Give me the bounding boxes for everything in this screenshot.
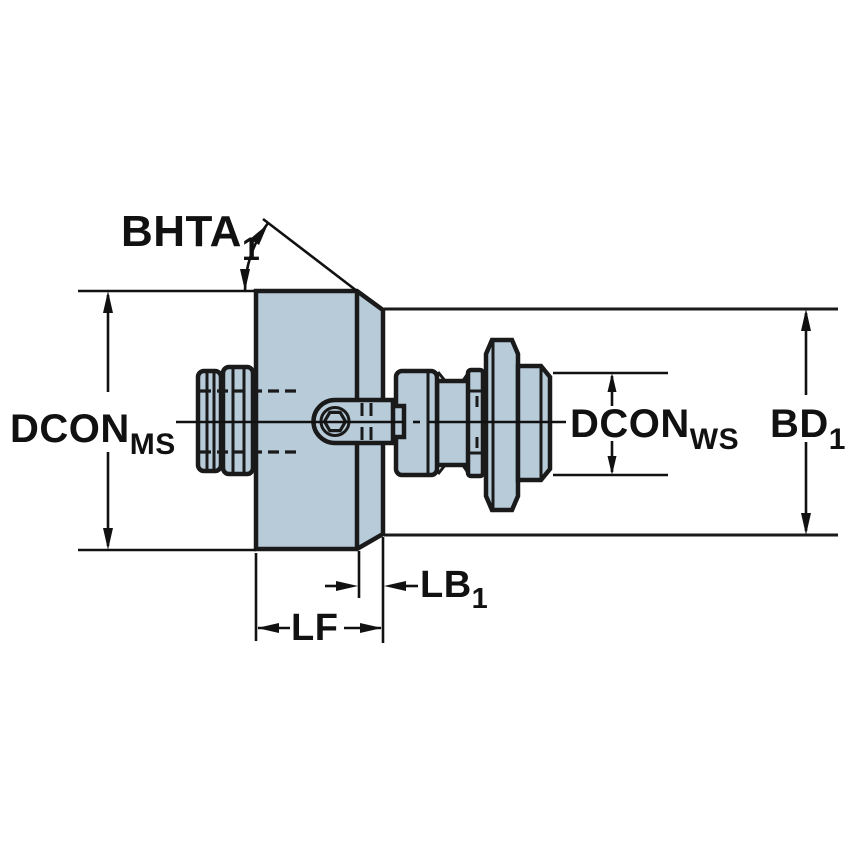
label-dcon-ws-text: DCON (570, 402, 690, 446)
machine-body-outline (384, 307, 838, 537)
label-bd1-subscript: 1 (828, 423, 846, 456)
label-bhta1: BHTA1 (121, 207, 260, 266)
chamfer-extension-line (262, 217, 358, 293)
label-dcon-ws: DCONWS (570, 402, 739, 455)
label-bhta1-subscript: 1 (241, 231, 261, 267)
screw-hidden-edges (360, 403, 373, 440)
dimension-bhta-angle (240, 217, 358, 293)
label-dcon-ms-text: DCON (10, 407, 130, 451)
label-dcon-ws-subscript: WS (689, 423, 740, 456)
label-lb1-text: LB (420, 564, 472, 606)
label-dcon-ms: DCONMS (10, 407, 176, 460)
coupling-flange-disc (483, 337, 521, 513)
label-bhta1-text: BHTA (121, 207, 242, 256)
dimension-dcon-ms (78, 289, 256, 552)
label-bd1: BD1 (770, 402, 846, 455)
workpiece-side-coupling (393, 337, 553, 513)
dimension-bd1 (801, 309, 811, 535)
label-bd1-text: BD (770, 402, 829, 446)
dimension-lf (254, 553, 382, 641)
label-dcon-ms-subscript: MS (129, 428, 176, 461)
dimension-dcon-ws (553, 371, 668, 477)
label-lf-text: LF (291, 607, 339, 649)
label-lf: LF (291, 609, 338, 647)
label-lb1-subscript: 1 (471, 583, 489, 615)
dimension-lb1 (325, 537, 418, 643)
label-lb1: LB1 (420, 564, 488, 614)
